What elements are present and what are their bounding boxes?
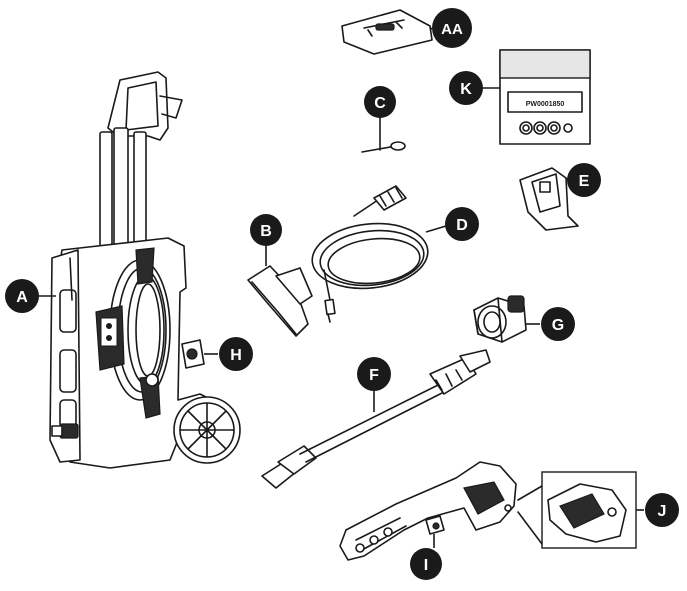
callout-f-label: F — [369, 367, 379, 384]
spray-gun-trigger — [339, 461, 517, 561]
callout-c-label: C — [374, 95, 386, 112]
callout-h: H — [219, 337, 253, 371]
callout-aa: AA — [432, 8, 472, 48]
callout-aa-label: AA — [441, 21, 463, 38]
callout-e: E — [567, 163, 601, 197]
callout-d-label: D — [456, 217, 468, 234]
callout-k-label: K — [460, 81, 472, 98]
spray-wand — [261, 349, 491, 489]
callout-e-label: E — [579, 173, 590, 190]
callout-a: A — [5, 279, 39, 313]
callout-b: B — [250, 214, 282, 246]
callout-g: G — [541, 307, 575, 341]
high-pressure-hose — [311, 185, 429, 323]
nozzle-cleaning-tool — [361, 115, 406, 153]
garden-hose-adapter — [473, 295, 527, 343]
callout-j-label: J — [658, 503, 667, 520]
callout-d: D — [445, 207, 479, 241]
o-ring-card: PW0001850 — [499, 49, 591, 145]
callout-j: J — [645, 493, 679, 527]
callout-f: F — [357, 357, 391, 391]
callout-a-label: A — [16, 289, 28, 306]
wall-bracket — [519, 167, 579, 231]
accessory-bag — [341, 9, 433, 55]
o-ring-card-code: PW0001850 — [526, 101, 565, 108]
callout-c: C — [364, 86, 396, 118]
callout-k: K — [449, 71, 483, 105]
callout-i-label: I — [424, 557, 428, 574]
callout-i: I — [410, 548, 442, 580]
detergent-tank — [247, 265, 313, 337]
pressure-washer-body — [49, 71, 241, 469]
callout-h-label: H — [230, 347, 242, 364]
leader-lines — [38, 27, 644, 548]
callout-b-label: B — [260, 223, 272, 240]
callout-g-label: G — [552, 317, 564, 334]
trigger-lock — [517, 471, 637, 549]
